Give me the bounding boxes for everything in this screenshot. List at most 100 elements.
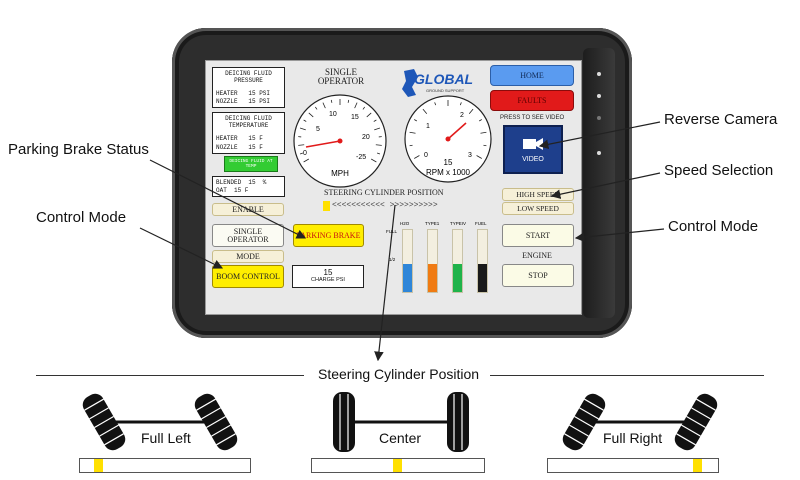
rpm-needle-hub [445,136,451,142]
callout-speed-selection: Speed Selection [664,162,774,179]
gauge-tick [478,119,482,122]
hardware-button-2[interactable] [597,94,601,98]
speed-tick-5: 5 [316,126,320,133]
rpm-gauge: 1 0 2 3 15 RPM x 1000 [404,95,492,183]
video-label: VIDEO [522,156,544,163]
engine-label: ENGINE [522,251,552,260]
gauge-tick [459,102,462,106]
hardware-button-1[interactable] [597,72,601,76]
tank-label: TYPE1 [425,221,440,226]
rpm-tick-2: 2 [460,112,464,119]
video-hint: PRESS TO SEE VIDEO [500,115,565,121]
tank-half-label: 1/2 [389,257,396,262]
steering-arrows: <<<<<<<<<<< >>>>>>>>>> [332,201,438,210]
tank-bar [427,229,438,293]
high-speed-button[interactable]: HIGH SPEED [502,188,574,201]
enable-button[interactable]: ENABLE [212,203,284,216]
single-operator-button[interactable]: SINGLE OPERATOR [212,224,284,247]
rpm-tick-3: 3 [468,152,472,159]
heater-pressure-value: HEATER 15 PSI [216,90,271,97]
gauge-tick [414,155,420,159]
deicing-pressure-panel: DEICING FLUID PRESSURE HEATER 15 PSI NOZ… [212,67,285,108]
gauge-tick [374,127,381,131]
charge-psi-unit: CHARGE PSI [311,277,345,283]
stop-button[interactable]: STOP [502,264,574,287]
blend-panel: BLENDED 15 % OAT 15 F [212,176,285,197]
start-button[interactable]: START [502,224,574,247]
boom-control-button[interactable]: BOOM CONTROL [212,265,284,288]
gauge-tick [314,106,318,110]
oat-value: OAT 15 F [216,187,249,194]
gauge-tick [422,108,428,114]
steer-bar-center: <<<<<<<<<<< >>>>>>>>>> [311,458,485,473]
gauge-tick [434,102,437,106]
tank-fill [428,264,437,292]
speed-tick-0: 0 [303,150,307,157]
gauge-tick [468,108,474,114]
gauge-tick [483,144,487,147]
nozzle-pressure-value: NOZZLE 15 PSI [216,98,271,105]
speed-tick-15: 15 [351,114,359,121]
deicing-temp-title: DEICING FLUID TEMPERATURE [225,115,272,129]
logo-name: GLOBAL [414,71,473,87]
tank-bar [452,229,463,293]
heater-temp-value: HEATER 15 F [216,135,263,142]
gauge-tick [373,119,377,122]
steer-knob-full-left [94,459,103,472]
gauge-tick [322,102,326,109]
nozzle-temp-value: NOZZLE 15 F [216,144,263,151]
parking-brake-button[interactable]: PARKING BRAKE [293,224,364,247]
legend-rule-left [36,375,304,376]
gauge-tick [414,119,418,122]
gauge-tick [376,152,381,155]
callout-parking-brake-status: Parking Brake Status [8,141,149,158]
gauge-tick [299,152,304,155]
callout-control-mode-left: Control Mode [36,209,127,226]
global-logo: GLOBAL GROUND SUPPORT [402,69,473,97]
charge-psi-value: 15 [323,268,333,277]
deicing-temp-panel: DEICING FLUID TEMPERATURE HEATER 15 F NO… [212,112,285,154]
hmi-screen: DEICING FLUID PRESSURE HEATER 15 PSI NOZ… [205,60,582,315]
axle-full-left [82,393,238,451]
tank-fill [403,264,412,292]
speed-tick-25: -25 [356,154,366,161]
low-speed-button[interactable]: LOW SPEED [502,202,574,215]
hardware-button-3[interactable] [597,116,601,120]
rpm-unit: RPM x 1000 [426,168,471,177]
rpm-tick-1: 1 [426,123,430,130]
speed-tick-20: 20 [362,134,370,141]
deicing-at-temp-badge: DEICING FLUID AT TEMP [224,156,278,172]
home-button[interactable]: HOME [490,65,574,86]
callout-reverse-camera: Reverse Camera [664,111,778,128]
steer-knob-center [393,459,402,472]
faults-button[interactable]: FAULTS [490,90,574,111]
tank-bar [402,229,413,293]
gauge-tick [409,131,416,134]
rpm-needle [447,122,467,140]
hardware-button-4[interactable] [597,151,601,155]
gauge-tick [370,158,377,163]
tank-full-label: FULL [386,229,398,234]
center-label: Center [379,430,422,446]
gauge-tick [303,119,307,122]
legend-rule-right [490,375,764,376]
full-left-label: Full Left [141,430,191,446]
gauge-tick [480,131,487,134]
gauge-tick [330,99,333,103]
speed-gauge: 5 0 10 15 20 -25 MPH [293,94,387,188]
steering-title: STEERING CYLINDER POSITION [324,188,444,197]
tank-label: H2O [400,221,410,226]
gauge-tick [298,144,305,146]
video-button[interactable]: VIDEO [503,125,563,174]
axle-center [333,392,469,452]
full-right-label: Full Right [603,430,663,446]
gauge-tick [347,99,350,103]
tank-label: TYPEIV [450,221,467,226]
gauge-tick [366,112,372,118]
mode-label: MODE [212,250,284,263]
gauge-tick [308,112,314,118]
steer-bar-full-right: <<<<<<<< >>>>>>> [547,458,719,473]
steering-position-marker [323,201,330,211]
speed-needle [305,140,341,148]
steering-indicator: <<<<<<<<<<< >>>>>>>>>> [323,201,453,211]
